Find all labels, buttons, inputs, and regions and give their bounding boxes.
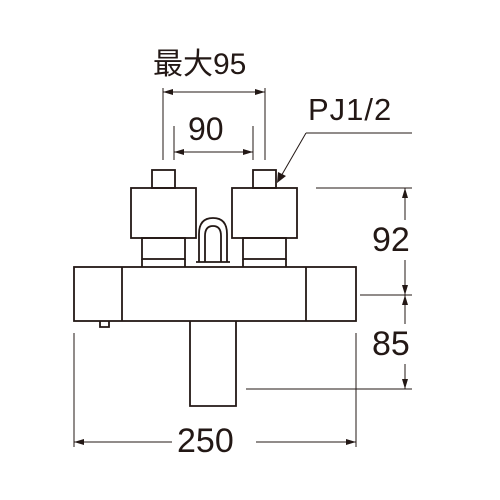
- right-inlet-nut: [231, 187, 298, 239]
- right-inlet-collar: [242, 237, 287, 260]
- thread-label: PJ1/2: [308, 92, 393, 127]
- thread-leader-arrow: [277, 172, 286, 183]
- max-arrow-left: [163, 89, 173, 95]
- main-body: [73, 266, 357, 322]
- spout: [189, 321, 237, 407]
- total-label-gap: [172, 430, 256, 456]
- left-inlet-cap: [151, 169, 176, 189]
- lower-label-gap: [396, 324, 416, 364]
- lower-arrow-top: [402, 295, 408, 305]
- max-width-label: 最大95: [153, 48, 247, 81]
- height-upper-label: 92: [372, 221, 410, 259]
- total-arrow-right: [346, 439, 356, 445]
- total-arrow-left: [74, 439, 84, 445]
- max-arrow-right: [255, 89, 265, 95]
- pitch-label: 90: [188, 111, 224, 147]
- total-width-label: 250: [177, 422, 234, 460]
- center-bridge-inner: [204, 225, 222, 262]
- lower-arrow-bottom: [402, 379, 408, 389]
- thread-leader-diagonal: [279, 132, 307, 179]
- center-bridge-outer: [198, 217, 228, 262]
- left-inlet-nut: [130, 187, 197, 239]
- upper-arrow-bottom: [402, 285, 408, 295]
- right-inlet-cap: [252, 169, 277, 189]
- height-lower-label: 85: [372, 325, 410, 363]
- upper-label-gap: [396, 220, 416, 260]
- drain-plug: [99, 321, 110, 328]
- pitch-arrow-left: [174, 149, 184, 155]
- left-inlet-collar: [141, 237, 186, 260]
- upper-arrow-top: [402, 188, 408, 198]
- pitch-arrow-right: [243, 149, 253, 155]
